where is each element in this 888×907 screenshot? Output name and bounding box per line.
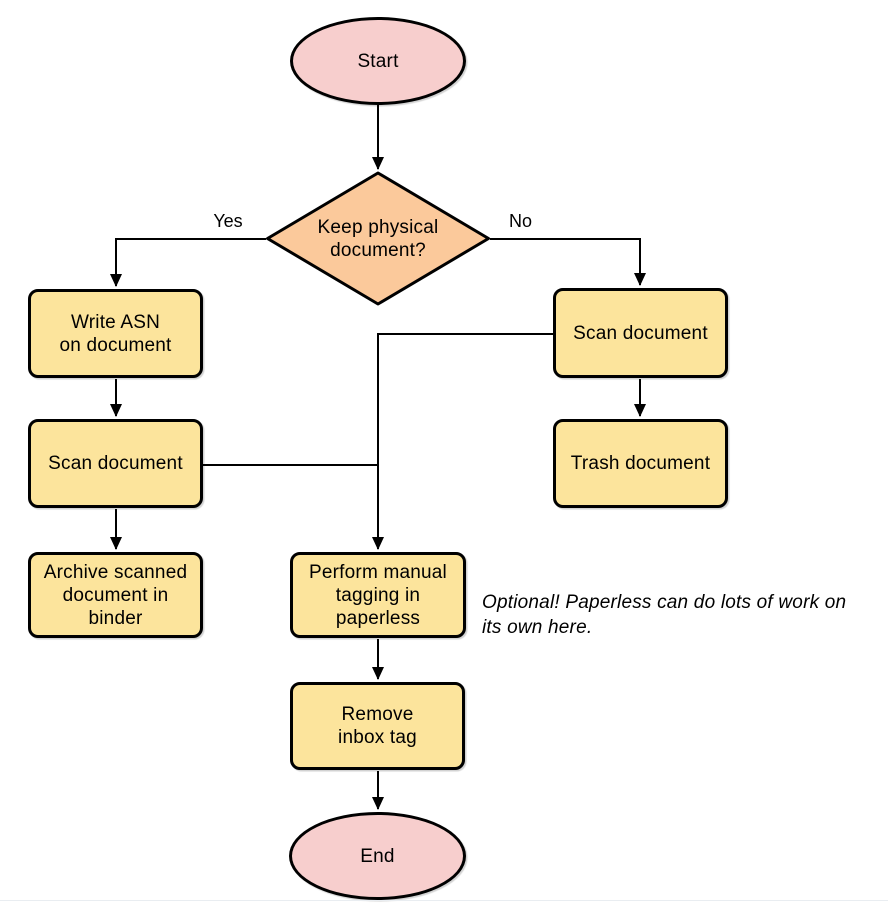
annotation-line: its own here. xyxy=(482,617,593,638)
node-label-line: Perform manual xyxy=(309,561,447,583)
edge-decision-yes-to-write-asn xyxy=(110,238,266,287)
node-scan-document-left: Scan document xyxy=(28,419,203,508)
node-write-asn: Write ASN on document xyxy=(28,289,203,378)
node-label-line: document? xyxy=(330,240,426,261)
bottom-divider xyxy=(0,900,888,901)
edge-label-no: No xyxy=(508,211,532,231)
node-label-line: Archive scanned xyxy=(43,561,188,583)
node-label-line: Scan document xyxy=(573,322,708,344)
annotation-optional: Optional! Paperless can do lots of work … xyxy=(482,590,846,640)
edge-decision-no-to-scan-right xyxy=(490,238,646,286)
node-label-line: Trash document xyxy=(570,453,711,474)
node-label-line: Start xyxy=(357,50,399,72)
node-start: Start xyxy=(290,17,466,105)
node-label-line: inbox tag xyxy=(338,727,417,748)
node-perform-tagging: Perform manual tagging in paperless xyxy=(290,552,466,638)
node-label-line: End xyxy=(360,845,395,867)
node-decision: Keep physical document? xyxy=(266,172,490,306)
node-label-line: paperless xyxy=(335,607,421,629)
node-label-line: on document xyxy=(59,334,172,356)
node-label-line: document in xyxy=(62,584,169,606)
decision-diamond-shape xyxy=(266,171,490,306)
edge-label-yes: Yes xyxy=(213,211,243,231)
node-trash-document: Trash document xyxy=(553,419,728,508)
node-remove-inbox-tag: Remove inbox tag xyxy=(290,682,465,770)
annotation-line: Optional! Paperless can do lots of work … xyxy=(482,592,847,613)
node-label-line: Scan document xyxy=(48,453,183,474)
node-label-line: Write ASN xyxy=(70,311,161,333)
node-label-line: tagging in xyxy=(335,584,421,606)
edge-scan-right-to-perform-tagging xyxy=(372,333,553,550)
node-label-line: Remove xyxy=(341,704,414,725)
node-archive-binder: Archive scanned document in binder xyxy=(28,552,203,638)
node-end: End xyxy=(289,812,466,900)
node-label-line: Keep physical xyxy=(317,217,439,238)
node-label-line: binder xyxy=(88,607,143,629)
node-scan-document-right: Scan document xyxy=(553,288,728,378)
